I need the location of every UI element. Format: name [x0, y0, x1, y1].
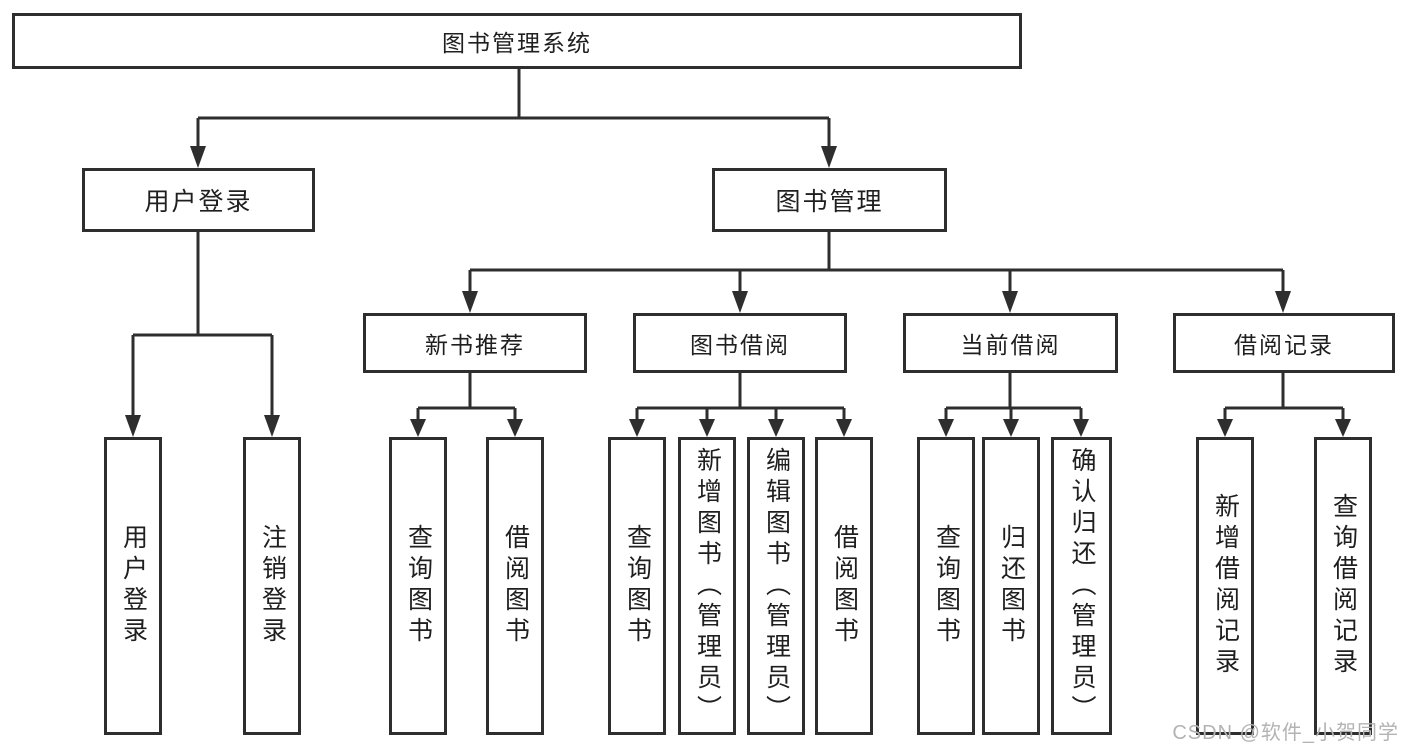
arrowheads [125, 146, 1351, 437]
leaf-borrow-edit-books-admin-label: 编辑图书（管理员） [762, 446, 791, 726]
leaf-current-return-books-label: 归还图书 [997, 524, 1026, 648]
node-user-login-label: 用户登录 [144, 188, 253, 216]
leaf-new-query-books: 查询图书 [389, 437, 447, 735]
leaf-logout: 注销登录 [243, 437, 301, 735]
leaf-borrow-borrow-books: 借阅图书 [815, 437, 873, 735]
leaf-records-query-record-label: 查询借阅记录 [1329, 493, 1358, 679]
leaf-current-return-books: 归还图书 [982, 437, 1040, 735]
node-current-borrowing: 当前借阅 [903, 313, 1118, 373]
node-new-book-recommend-label: 新书推荐 [425, 332, 525, 358]
leaf-records-query-record: 查询借阅记录 [1314, 437, 1372, 735]
node-book-management-label: 图书管理 [775, 188, 884, 216]
node-current-borrowing-label: 当前借阅 [960, 332, 1061, 358]
leaf-logout-label: 注销登录 [258, 524, 287, 648]
node-book-management: 图书管理 [712, 168, 947, 232]
leaf-borrow-add-books-admin-label: 新增图书（管理员） [693, 446, 722, 726]
leaf-new-borrow-books-label: 借阅图书 [501, 524, 530, 648]
leaf-new-query-books-label: 查询图书 [404, 524, 433, 648]
node-library-system: 图书管理系统 [12, 13, 1022, 69]
leaf-records-add-record-label: 新增借阅记录 [1211, 493, 1240, 679]
leaf-current-query-books-label: 查询图书 [932, 524, 961, 648]
leaf-records-add-record: 新增借阅记录 [1196, 437, 1254, 735]
node-borrowing-records: 借阅记录 [1173, 313, 1395, 373]
leaf-borrow-edit-books-admin: 编辑图书（管理员） [747, 437, 805, 735]
node-book-borrowing: 图书借阅 [633, 313, 847, 373]
leaf-borrow-borrow-books-label: 借阅图书 [830, 524, 859, 648]
leaf-new-borrow-books: 借阅图书 [486, 437, 544, 735]
leaf-current-confirm-return-admin: 确认归还（管理员） [1051, 437, 1112, 735]
node-library-system-label: 图书管理系统 [442, 30, 592, 56]
node-book-borrowing-label: 图书借阅 [690, 332, 790, 358]
leaf-borrow-add-books-admin: 新增图书（管理员） [678, 437, 736, 735]
csdn-watermark: CSDN @软件_小贺同学 [1172, 722, 1399, 744]
leaf-borrow-query-books-label: 查询图书 [623, 524, 652, 648]
connector-edges [131, 69, 1345, 421]
leaf-user-login: 用户登录 [104, 437, 162, 735]
node-borrowing-records-label: 借阅记录 [1234, 332, 1334, 358]
node-new-book-recommend: 新书推荐 [363, 313, 587, 373]
node-user-login: 用户登录 [82, 168, 315, 232]
leaf-user-login-label: 用户登录 [119, 524, 148, 648]
leaf-borrow-query-books: 查询图书 [608, 437, 666, 735]
leaf-current-query-books: 查询图书 [917, 437, 975, 735]
leaf-current-confirm-return-admin-label: 确认归还（管理员） [1068, 446, 1096, 726]
